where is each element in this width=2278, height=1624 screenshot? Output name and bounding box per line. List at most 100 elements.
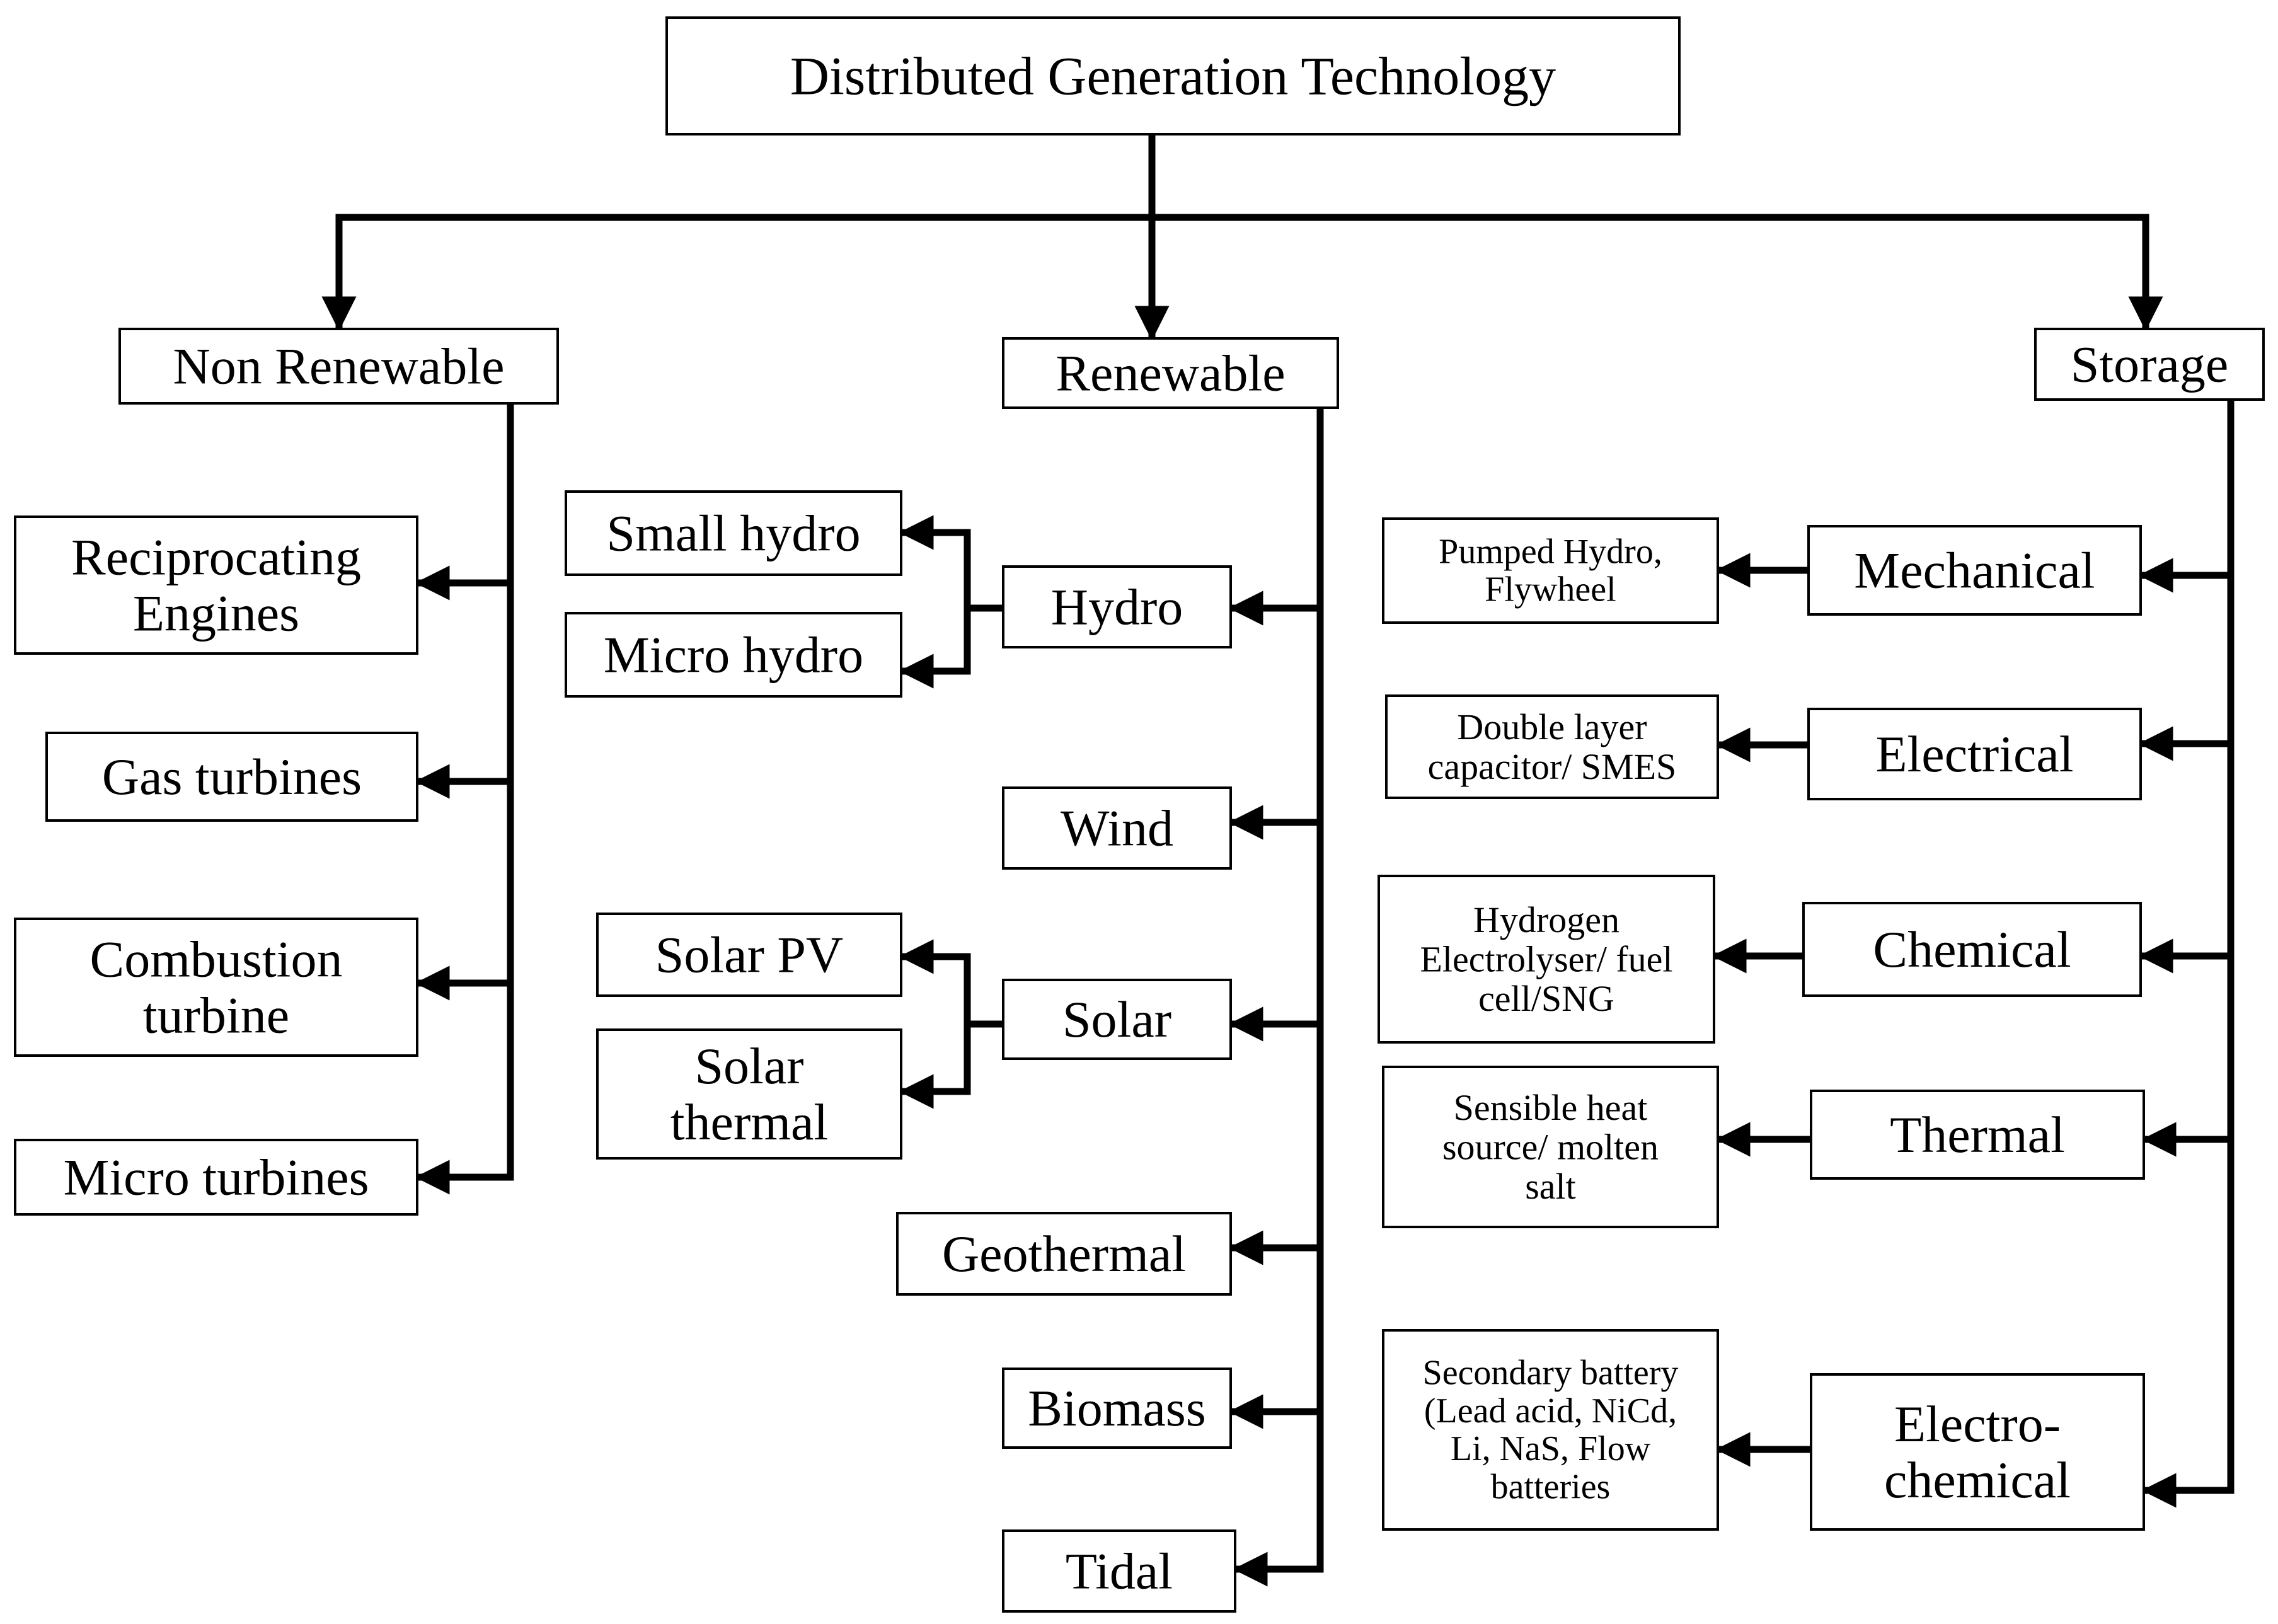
node-box — [1382, 517, 1719, 624]
node-secondary-battery: Secondary battery(Lead acid, NiCd,Li, Na… — [1382, 1329, 1719, 1531]
node-box — [1807, 708, 2142, 800]
node-box — [1002, 979, 1232, 1060]
node-label: Solar — [1062, 991, 1171, 1048]
node-label: Non Renewable — [173, 338, 505, 395]
node-box — [1810, 1090, 2145, 1180]
node-label: Storage — [2071, 336, 2228, 393]
node-label: cell/SNG — [1478, 978, 1614, 1019]
node-box — [1002, 337, 1339, 409]
node-label: capacitor/ SMES — [1428, 746, 1677, 787]
node-label: Micro turbines — [63, 1149, 369, 1206]
node-box — [1002, 786, 1232, 870]
node-wind: Wind — [1002, 786, 1232, 870]
node-box — [14, 515, 418, 655]
connectors — [321, 130, 2235, 1587]
node-label: turbine — [143, 986, 289, 1044]
node-renewable: Renewable — [1002, 337, 1339, 409]
node-label: Secondary battery — [1423, 1353, 1679, 1392]
node-solar-pv: Solar PV — [596, 913, 902, 997]
node-box — [2034, 328, 2265, 401]
node-box — [565, 490, 902, 576]
node-thermal: Thermal — [1810, 1090, 2145, 1180]
node-mechanical: Mechanical — [1807, 525, 2142, 616]
node-label: Solar — [694, 1037, 803, 1095]
node-micro-turbines: Micro turbines — [14, 1139, 418, 1216]
node-small-hydro: Small hydro — [565, 490, 902, 576]
node-storage: Storage — [2034, 328, 2265, 401]
node-root: Distributed Generation Technology — [665, 16, 1681, 135]
node-label: chemical — [1884, 1451, 2071, 1509]
node-label: Hydrogen — [1473, 899, 1619, 940]
node-label: source/ molten — [1442, 1127, 1659, 1168]
node-label: Double layer — [1457, 706, 1647, 747]
node-label: Chemical — [1873, 921, 2071, 978]
node-box — [1378, 875, 1715, 1044]
node-box — [596, 1028, 902, 1160]
node-label: thermal — [670, 1093, 828, 1151]
node-label: Electrolyser/ fuel — [1420, 939, 1673, 980]
node-box — [14, 1139, 418, 1216]
node-label: Renewable — [1056, 345, 1285, 402]
node-label: Mechanical — [1854, 542, 2095, 599]
node-box — [1382, 1329, 1719, 1531]
node-tidal: Tidal — [1002, 1529, 1236, 1613]
node-box — [1807, 525, 2142, 616]
node-box — [14, 918, 418, 1057]
node-label: Flywheel — [1485, 570, 1616, 609]
node-box — [1382, 1066, 1719, 1228]
node-label: Geothermal — [942, 1225, 1186, 1282]
node-solar: Solar — [1002, 979, 1232, 1060]
node-box — [1002, 1529, 1236, 1613]
node-biomass: Biomass — [1002, 1368, 1232, 1449]
node-label: Li, NaS, Flow — [1451, 1429, 1651, 1468]
node-label: Electrical — [1875, 725, 2073, 783]
node-box — [1385, 694, 1719, 799]
node-label: Engines — [133, 584, 299, 642]
node-box — [1802, 902, 2142, 997]
node-non-renewable: Non Renewable — [118, 328, 559, 405]
node-label: Sensible heat — [1454, 1087, 1648, 1128]
node-electrical: Electrical — [1807, 708, 2142, 800]
node-label: Gas turbines — [102, 748, 362, 805]
node-label: Solar PV — [655, 926, 843, 984]
node-label: Reciprocating — [71, 529, 361, 586]
node-box — [896, 1212, 1232, 1296]
node-label: salt — [1525, 1166, 1576, 1207]
node-box — [1002, 1368, 1232, 1449]
node-pumped-hydro-flywheel: Pumped Hydro,Flywheel — [1382, 517, 1719, 624]
node-gas-turbines: Gas turbines — [45, 732, 418, 822]
node-label: Micro hydro — [604, 626, 863, 684]
node-label: Hydro — [1051, 579, 1183, 636]
node-label: Combustion — [90, 931, 343, 988]
node-label: Tidal — [1066, 1543, 1173, 1600]
node-micro-hydro: Micro hydro — [565, 612, 902, 698]
node-label: Small hydro — [606, 505, 860, 562]
node-label: Thermal — [1890, 1106, 2065, 1163]
node-label: Pumped Hydro, — [1439, 532, 1662, 571]
node-box — [118, 328, 559, 405]
node-chemical: Chemical — [1802, 902, 2142, 997]
node-label: batteries — [1491, 1468, 1611, 1507]
node-box — [565, 612, 902, 698]
node-label: Biomass — [1028, 1379, 1205, 1437]
node-label: Electro- — [1894, 1395, 2061, 1453]
node-box — [45, 732, 418, 822]
node-geothermal: Geothermal — [896, 1212, 1232, 1296]
node-label: Distributed Generation Technology — [790, 46, 1556, 107]
node-box — [665, 16, 1681, 135]
node-label: (Lead acid, NiCd, — [1424, 1391, 1677, 1431]
node-box — [596, 913, 902, 997]
node-hydro: Hydro — [1002, 565, 1232, 648]
node-box — [1810, 1373, 2145, 1531]
node-box — [1002, 565, 1232, 648]
node-electro-chemical: Electro-chemical — [1810, 1373, 2145, 1531]
node-label: Wind — [1061, 800, 1173, 857]
